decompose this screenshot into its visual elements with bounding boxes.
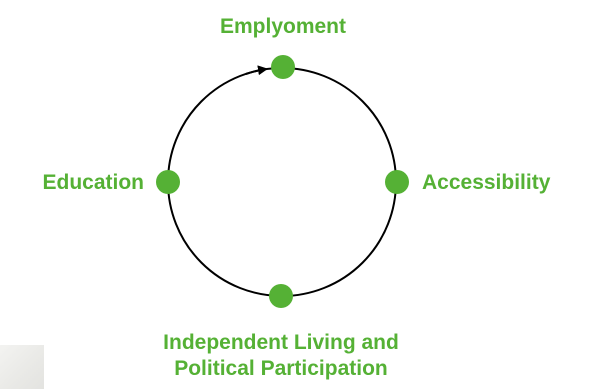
- label-independent-living-line1: Independent Living and: [163, 331, 399, 354]
- node-accessibility: [385, 170, 409, 194]
- cycle-ring: [167, 67, 397, 297]
- label-independent-living: Independent Living and Political Partici…: [163, 330, 399, 382]
- node-employment: [271, 55, 295, 79]
- label-employment: Emplyoment: [219, 15, 347, 38]
- label-independent-living-line2: Political Participation: [174, 357, 388, 380]
- node-education: [156, 170, 180, 194]
- cycle-arrow: [245, 65, 268, 76]
- label-education: Education: [42, 171, 144, 194]
- node-independent-living: [269, 284, 293, 308]
- corner-background-patch: [0, 345, 44, 389]
- label-accessibility: Accessibility: [422, 171, 551, 194]
